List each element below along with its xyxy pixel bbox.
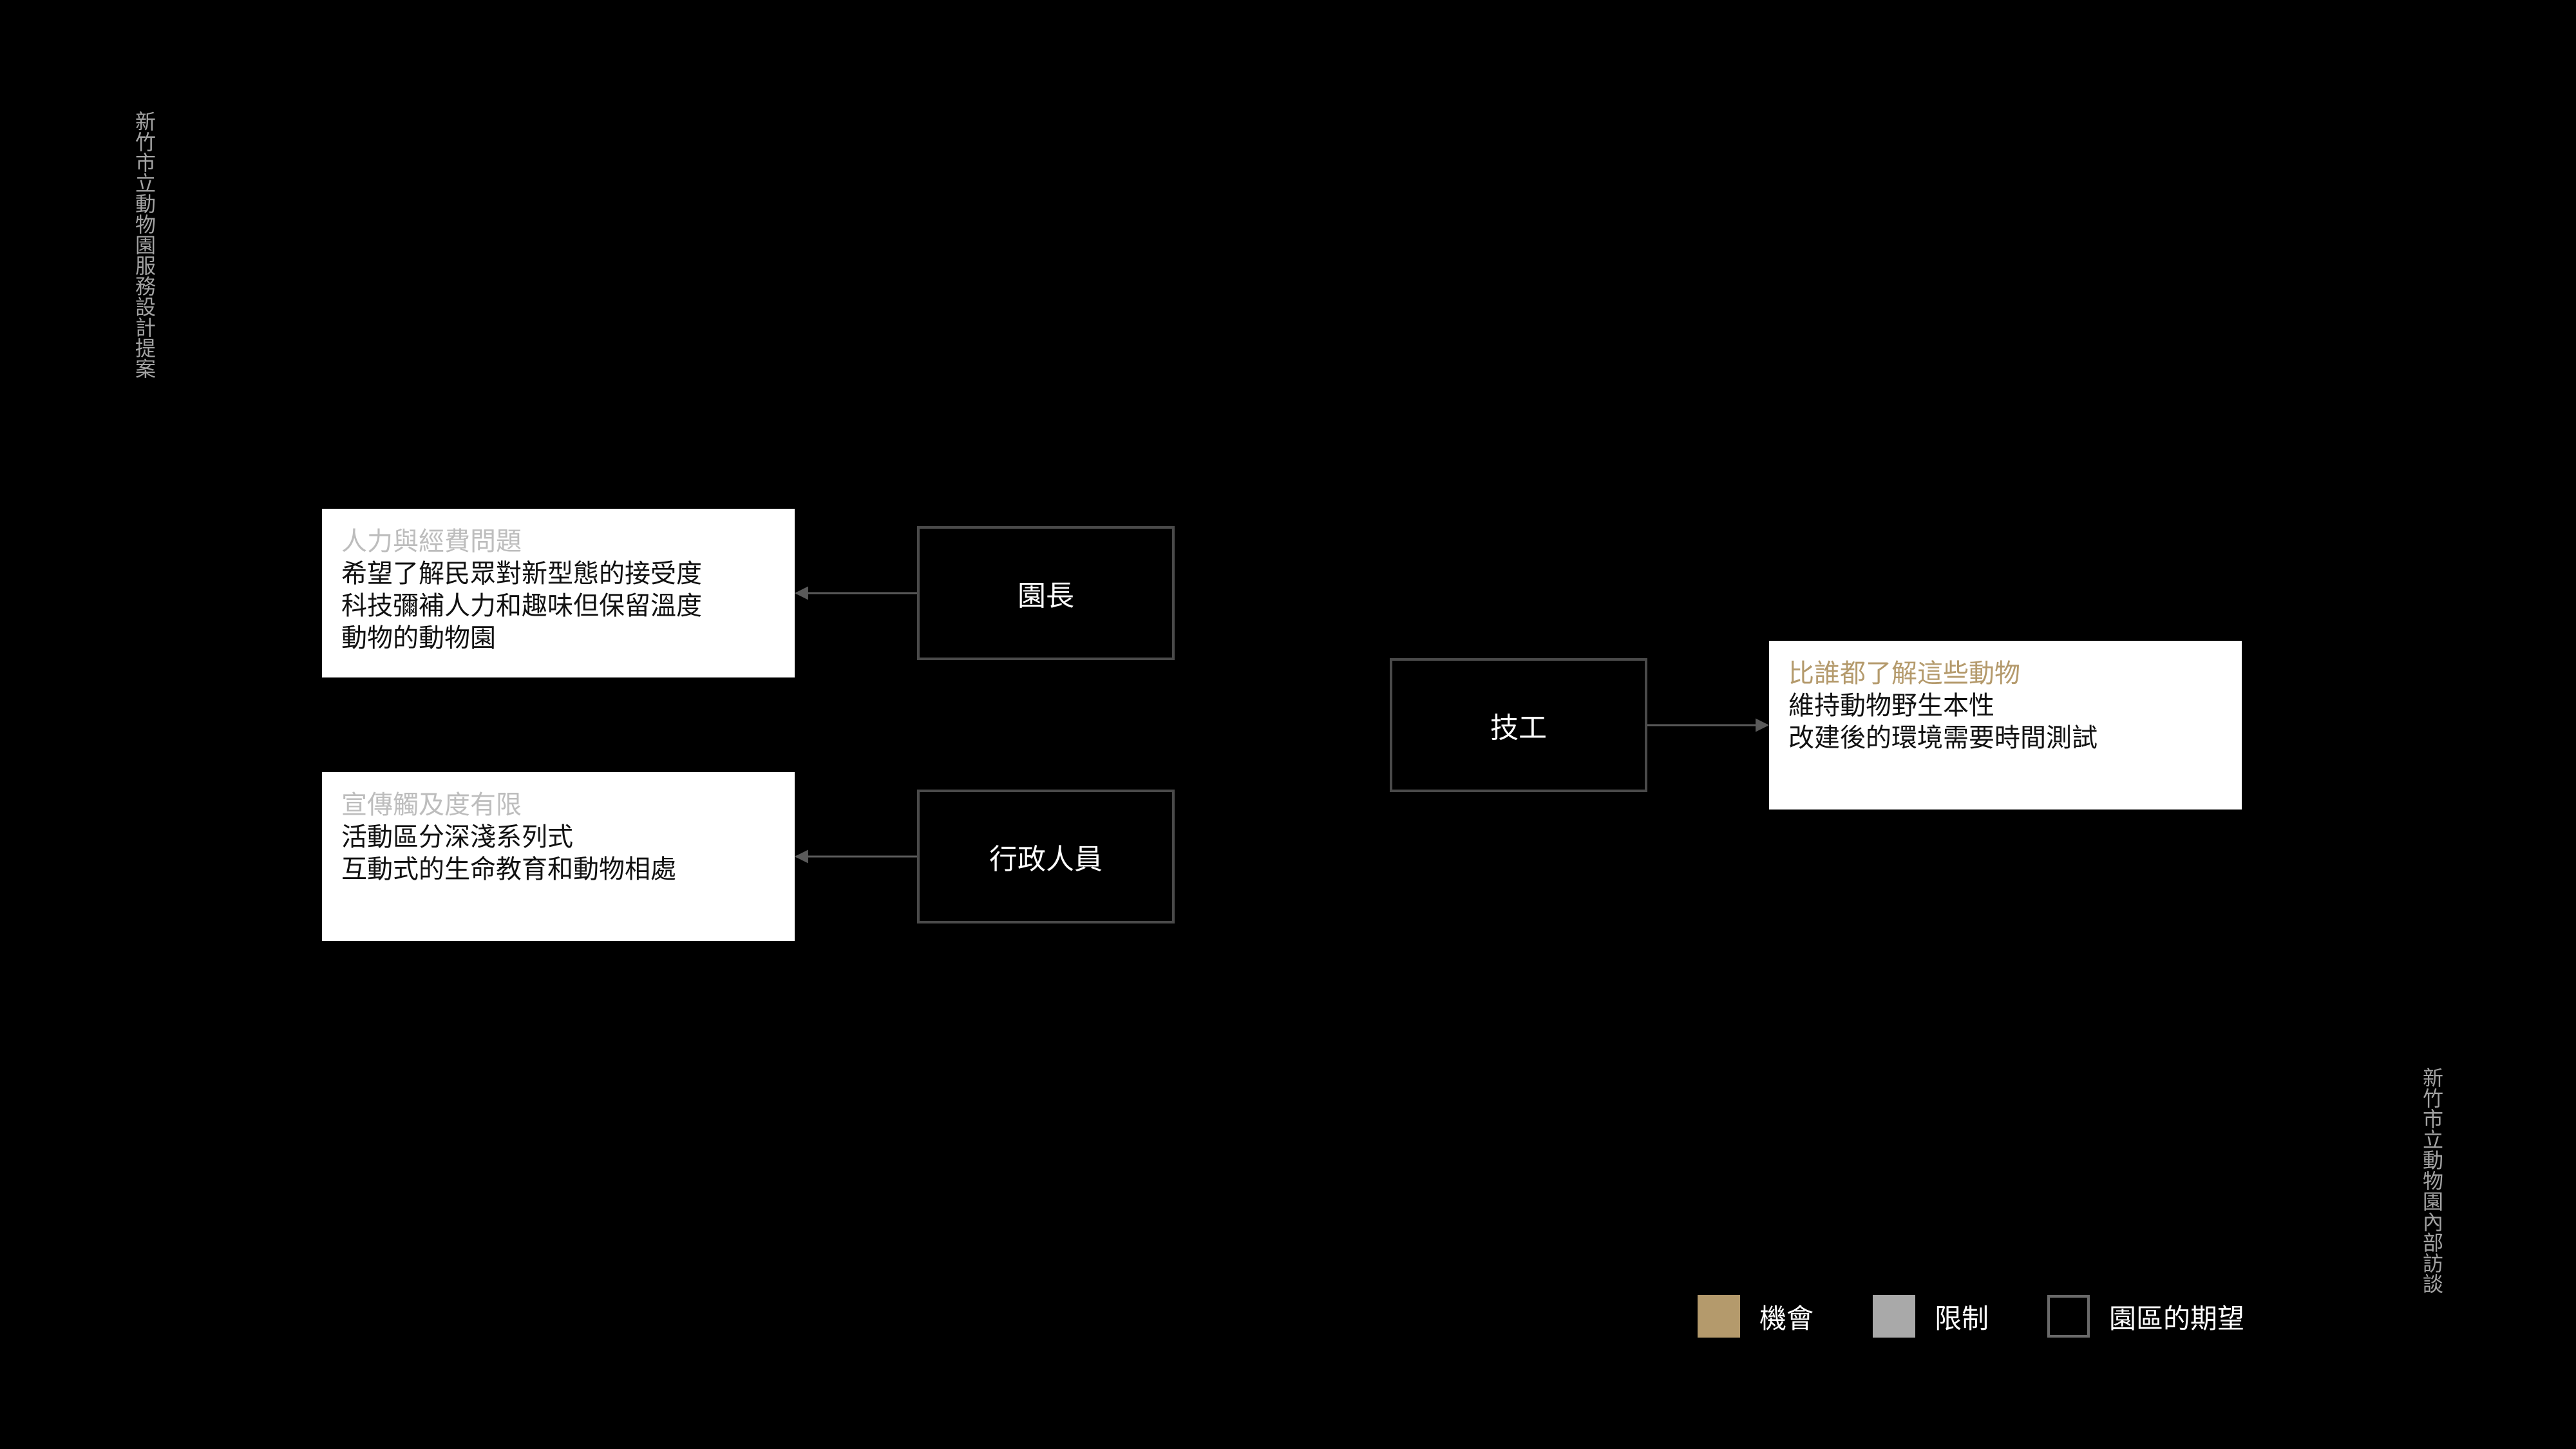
card-admin-limit: 宣傳觸及度有限 xyxy=(341,790,522,820)
legend-opportunity-swatch xyxy=(1698,1295,1740,1338)
card-admin-line-2: 互動式的生命教育和動物相處 xyxy=(341,855,676,884)
card-director-line-2: 科技彌補人力和趣味但保留溫度 xyxy=(341,591,702,621)
node-admin-staff: 行政人員 xyxy=(917,790,1175,923)
card-director-limit: 人力與經費問題 xyxy=(341,527,522,556)
legend-limit: 限制 xyxy=(1873,1295,1989,1338)
card-director-expectation: 人力與經費問題 希望了解民眾對新型態的接受度 科技彌補人力和趣味但保留溫度 動物… xyxy=(322,509,795,677)
side-title-interview: 新竹市立動物園內部訪談 xyxy=(2420,1067,2444,1294)
node-admin-label: 行政人員 xyxy=(989,843,1103,876)
side-title-proposal: 新竹市立動物園服務設計提案 xyxy=(132,111,156,379)
legend-opportunity-label: 機會 xyxy=(1759,1302,1814,1334)
card-admin-expectation: 宣傳觸及度有限 活動區分深淺系列式 互動式的生命教育和動物相處 xyxy=(322,772,795,941)
node-technician: 技工 xyxy=(1390,658,1647,792)
card-director-line-3: 動物的動物園 xyxy=(341,623,496,653)
legend-expectation: 園區的期望 xyxy=(2047,1295,2244,1338)
legend-opportunity: 機會 xyxy=(1698,1295,1814,1338)
card-technician-expectation: 比誰都了解這些動物 維持動物野生本性 改建後的環境需要時間測試 xyxy=(1769,641,2242,810)
card-admin-line-1: 活動區分深淺系列式 xyxy=(341,822,573,852)
node-director: 園長 xyxy=(917,526,1175,660)
card-technician-line-1: 維持動物野生本性 xyxy=(1788,691,1994,721)
card-director-line-1: 希望了解民眾對新型態的接受度 xyxy=(341,559,702,589)
legend-limit-swatch xyxy=(1873,1295,1915,1338)
legend-limit-label: 限制 xyxy=(1935,1302,1989,1334)
card-technician-opportunity: 比誰都了解這些動物 xyxy=(1788,659,2020,688)
card-technician-line-2: 改建後的環境需要時間測試 xyxy=(1788,723,2098,753)
node-technician-label: 技工 xyxy=(1490,712,1547,744)
legend-expectation-label: 園區的期望 xyxy=(2109,1302,2245,1334)
legend-expectation-swatch xyxy=(2047,1295,2090,1338)
node-director-label: 園長 xyxy=(1018,580,1074,612)
